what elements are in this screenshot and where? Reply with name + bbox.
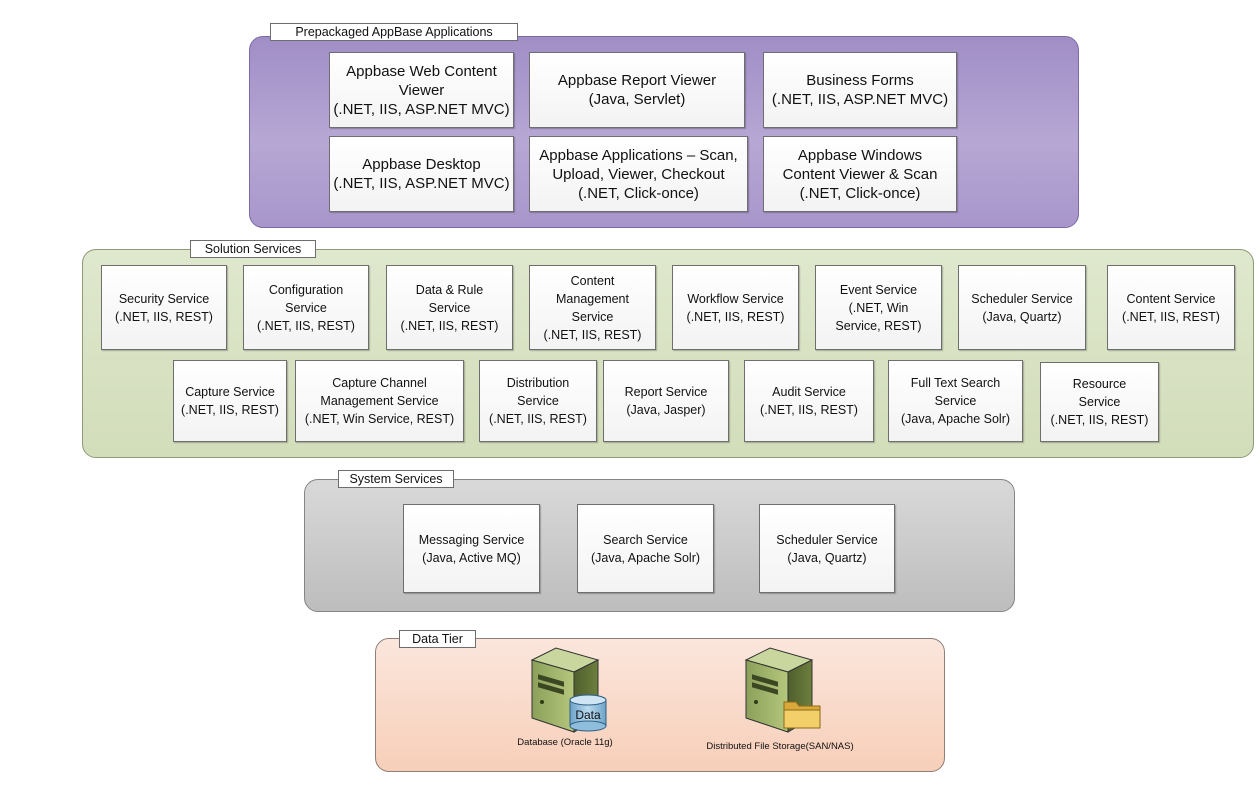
prepackaged-applications-title: Prepackaged AppBase Applications	[270, 23, 518, 41]
distribution-service-box: Distribution Service (.NET, IIS, REST)	[479, 360, 597, 442]
database-badge-label: Data	[575, 708, 601, 722]
full-text-search-service-box: Full Text Search Service (Java, Apache S…	[888, 360, 1023, 442]
content-management-service-box: Content Management Service (.NET, IIS, R…	[529, 265, 656, 350]
app-report-viewer: Appbase Report Viewer (Java, Servlet)	[529, 52, 745, 128]
app-windows-content-viewer: Appbase Windows Content Viewer & Scan (.…	[763, 136, 957, 212]
capture-channel-service-box: Capture Channel Management Service (.NET…	[295, 360, 464, 442]
audit-service-box: Audit Service (.NET, IIS, REST)	[744, 360, 874, 442]
configuration-service-box: Configuration Service (.NET, IIS, REST)	[243, 265, 369, 350]
report-service-box: Report Service (Java, Jasper)	[603, 360, 729, 442]
event-service-box: Event Service (.NET, Win Service, REST)	[815, 265, 942, 350]
app-applications-scan: Appbase Applications – Scan, Upload, Vie…	[529, 136, 748, 212]
file-storage-server-icon	[744, 647, 821, 733]
scheduler-service-solution-box: Scheduler Service (Java, Quartz)	[958, 265, 1086, 350]
capture-service-box: Capture Service (.NET, IIS, REST)	[173, 360, 287, 442]
solution-services-title: Solution Services	[190, 240, 316, 258]
workflow-service-box: Workflow Service (.NET, IIS, REST)	[672, 265, 799, 350]
resource-service-box: Resource Service (.NET, IIS, REST)	[1040, 362, 1159, 442]
scheduler-service-system-box: Scheduler Service (Java, Quartz)	[759, 504, 895, 593]
data-tier-title: Data Tier	[399, 630, 476, 648]
database-label: Database (Oracle 11g)	[517, 737, 613, 748]
app-desktop: Appbase Desktop (.NET, IIS, ASP.NET MVC)	[329, 136, 514, 212]
system-services-title: System Services	[338, 470, 454, 488]
security-service-box: Security Service (.NET, IIS, REST)	[101, 265, 227, 350]
file-storage-label: Distributed File Storage(SAN/NAS)	[706, 741, 854, 752]
messaging-service-box: Messaging Service (Java, Active MQ)	[403, 504, 540, 593]
data-rule-service-box: Data & Rule Service (.NET, IIS, REST)	[386, 265, 513, 350]
search-service-box: Search Service (Java, Apache Solr)	[577, 504, 714, 593]
content-service-box: Content Service (.NET, IIS, REST)	[1107, 265, 1235, 350]
database-server-icon: Data	[530, 647, 607, 733]
app-web-content-viewer: Appbase Web Content Viewer (.NET, IIS, A…	[329, 52, 514, 128]
data-tier-group	[375, 638, 945, 772]
app-business-forms: Business Forms (.NET, IIS, ASP.NET MVC)	[763, 52, 957, 128]
